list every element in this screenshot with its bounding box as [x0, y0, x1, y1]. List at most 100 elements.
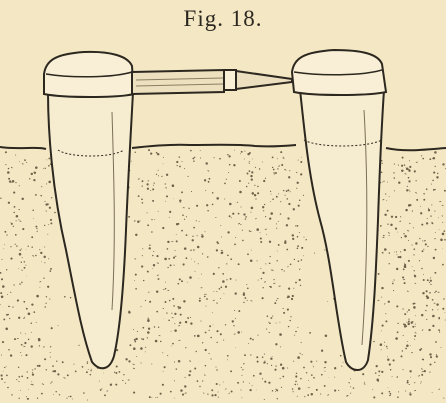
bone-speckle: [174, 329, 177, 332]
bone-speckle: [214, 157, 215, 158]
bone-speckle: [189, 276, 192, 279]
bone-speckle: [292, 388, 294, 390]
bone-speckle: [432, 180, 434, 182]
bone-speckle: [298, 205, 300, 207]
bone-speckle: [141, 266, 143, 268]
bone-speckle: [292, 234, 294, 236]
bone-speckle: [261, 278, 262, 279]
bone-speckle: [381, 171, 383, 173]
bridge-tapered-tip: [236, 71, 292, 89]
bone-speckle: [17, 338, 19, 339]
bone-speckle: [41, 393, 43, 395]
bone-speckle: [213, 273, 215, 275]
bone-speckle: [380, 343, 383, 346]
bone-speckle: [22, 257, 23, 258]
bone-speckle: [409, 160, 410, 161]
bone-speckle: [205, 332, 207, 334]
bone-speckle: [270, 286, 272, 288]
bone-speckle: [33, 218, 34, 219]
bone-speckle: [163, 163, 164, 164]
bone-speckle: [408, 260, 410, 262]
bone-speckle: [167, 248, 169, 250]
bone-speckle: [276, 300, 277, 301]
bone-speckle: [263, 362, 265, 364]
bone-speckle: [0, 198, 1, 199]
bone-speckle: [7, 294, 8, 295]
bone-speckle: [38, 365, 40, 367]
bone-speckle: [284, 271, 285, 272]
bone-speckle: [407, 230, 409, 231]
bone-speckle: [221, 251, 223, 253]
bone-speckle: [241, 151, 243, 153]
bone-speckle: [260, 268, 261, 269]
bone-speckle: [8, 202, 10, 204]
bone-speckle: [256, 228, 259, 231]
bone-speckle: [409, 393, 411, 395]
bone-speckle: [43, 384, 44, 385]
bone-speckle: [410, 345, 411, 346]
bone-speckle: [75, 371, 77, 373]
bone-speckle: [297, 356, 300, 359]
bone-speckle: [16, 215, 19, 218]
bone-speckle: [286, 249, 288, 251]
bone-speckle: [196, 205, 198, 207]
bone-speckle: [20, 390, 21, 391]
bone-speckle: [271, 194, 272, 195]
bone-speckle: [280, 364, 282, 366]
bone-speckle: [403, 269, 405, 271]
bone-speckle: [157, 153, 159, 155]
bone-speckle: [406, 322, 407, 323]
bone-speckle: [50, 352, 51, 353]
bone-speckle: [237, 382, 239, 384]
bone-speckle: [442, 163, 444, 165]
bone-speckle: [298, 260, 300, 262]
bone-speckle: [46, 369, 47, 370]
bone-speckle: [245, 218, 246, 219]
bone-speckle: [55, 391, 56, 392]
bone-speckle: [397, 396, 399, 398]
bone-speckle: [348, 382, 349, 383]
bone-speckle: [56, 361, 57, 362]
bone-speckle: [11, 223, 13, 225]
bone-speckle: [209, 178, 211, 180]
bone-speckle: [251, 301, 253, 302]
bone-speckle: [151, 364, 152, 365]
bone-speckle: [199, 300, 201, 302]
bone-speckle: [32, 373, 34, 375]
bone-speckle: [428, 329, 430, 331]
bone-speckle: [202, 342, 203, 343]
bone-speckle: [288, 287, 290, 289]
bone-speckle: [2, 285, 5, 288]
bone-speckle: [22, 164, 24, 165]
bone-speckle: [49, 270, 51, 272]
bone-speckle: [392, 281, 393, 282]
bone-speckle: [26, 308, 28, 310]
bone-speckle: [353, 387, 354, 388]
bone-speckle: [48, 181, 51, 184]
bone-speckle: [207, 210, 208, 211]
bone-speckle: [1, 259, 2, 260]
bone-speckle: [304, 237, 305, 238]
bone-speckle: [264, 282, 266, 283]
bone-speckle: [153, 264, 155, 266]
bone-speckle: [320, 394, 321, 395]
bone-speckle: [404, 235, 407, 238]
bone-speckle: [166, 174, 168, 176]
bone-speckle: [290, 316, 291, 317]
bone-speckle: [219, 288, 221, 290]
bone-speckle: [31, 332, 32, 333]
bone-speckle: [288, 326, 289, 327]
bone-speckle: [149, 396, 151, 398]
bone-speckle: [283, 312, 285, 314]
bone-speckle: [15, 244, 16, 245]
bone-speckle: [394, 191, 395, 192]
bone-speckle: [220, 298, 221, 299]
bone-speckle: [11, 167, 13, 168]
bone-speckle: [243, 302, 244, 303]
bone-speckle: [48, 258, 49, 259]
bone-speckle: [7, 171, 10, 174]
bone-speckle: [287, 267, 288, 268]
bone-speckle: [289, 320, 290, 321]
bone-speckle: [364, 384, 366, 385]
bone-speckle: [241, 397, 242, 398]
